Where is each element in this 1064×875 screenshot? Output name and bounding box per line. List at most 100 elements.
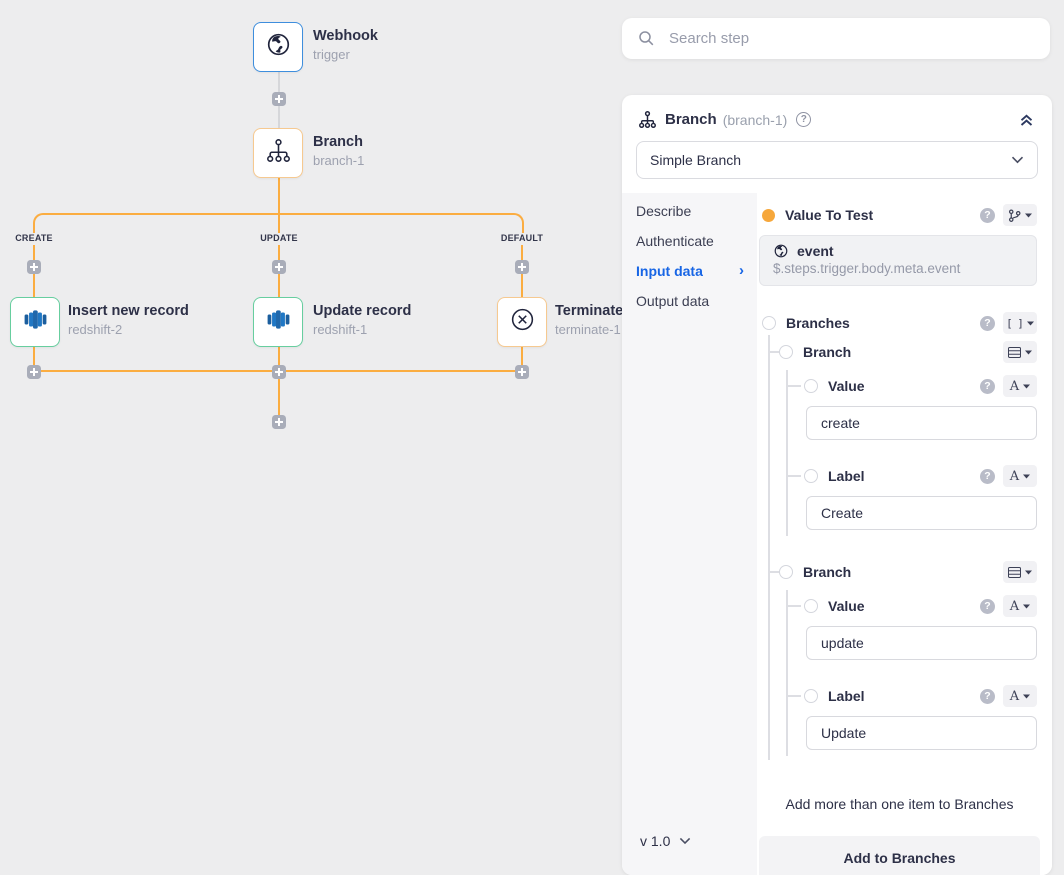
branch-icon	[265, 137, 292, 169]
field-value-input[interactable]	[806, 496, 1037, 530]
field-value-input[interactable]	[806, 626, 1037, 660]
branch-mode-value: Simple Branch	[650, 152, 741, 168]
branch-header-row: Branch	[779, 342, 1037, 362]
node-title: Terminate	[555, 303, 623, 319]
tab-authenticate[interactable]: Authenticate	[622, 226, 757, 256]
field-label: Label	[828, 468, 865, 484]
field-type-button[interactable]	[1003, 561, 1037, 583]
step-title: Branch	[665, 111, 717, 128]
add-step-button[interactable]	[272, 92, 286, 106]
help-icon[interactable]: ?	[980, 379, 995, 394]
text-icon: A	[1010, 470, 1019, 483]
connector-line	[278, 347, 280, 415]
branch-label: Branch	[803, 564, 851, 580]
globe-icon	[265, 31, 292, 63]
tab-describe[interactable]: Describe	[622, 196, 757, 226]
chevron-down-icon	[1011, 156, 1024, 164]
field-label: Value	[828, 598, 865, 614]
node-label: Webhook trigger	[313, 28, 378, 62]
field-value-input[interactable]	[806, 716, 1037, 750]
add-to-branches-button[interactable]: Add to Branches	[759, 836, 1040, 875]
redshift-icon	[265, 306, 292, 338]
branch-item: BranchValue? A Label? A	[779, 562, 1037, 750]
help-icon[interactable]: ?	[980, 208, 995, 223]
add-step-button[interactable]	[27, 365, 41, 379]
radio-circle[interactable]	[779, 345, 793, 359]
node-subtitle: redshift-2	[68, 322, 189, 337]
field-label: Value	[828, 378, 865, 394]
add-step-button[interactable]	[272, 415, 286, 429]
branch-fields: Value? A Label? A	[787, 596, 1037, 750]
collapse-panel-button[interactable]	[1017, 111, 1036, 129]
reference-path: $.steps.trigger.body.meta.event	[773, 261, 1023, 276]
radio-circle[interactable]	[762, 316, 776, 330]
radio-circle[interactable]	[804, 599, 818, 613]
field-type-button[interactable]: A	[1003, 375, 1037, 397]
node-label: Insert new record redshift-2	[68, 303, 189, 337]
add-step-button[interactable]	[515, 260, 529, 274]
input-data-form: Value To Test ?	[757, 193, 1052, 875]
branch-label: Branch	[803, 344, 851, 360]
radio-circle[interactable]	[804, 379, 818, 393]
field-type-button[interactable]: A	[1003, 465, 1037, 487]
node-webhook-trigger[interactable]	[253, 22, 303, 72]
node-label: Update record redshift-1	[313, 303, 411, 337]
branch-header-row: Branch	[779, 562, 1037, 582]
branches-row: Branches ? [ ]	[762, 313, 1037, 333]
search-step-input[interactable]	[667, 29, 1034, 48]
redshift-icon	[22, 306, 49, 338]
value-reference-chip[interactable]: event $.steps.trigger.body.meta.event	[759, 235, 1037, 286]
node-subtitle: redshift-1	[313, 322, 411, 337]
field-type-button[interactable]: A	[1003, 595, 1037, 617]
node-branch[interactable]	[253, 128, 303, 178]
step-id: (branch-1)	[723, 112, 788, 128]
version-select[interactable]: v 1.0	[640, 833, 691, 849]
node-subtitle: terminate-1	[555, 322, 623, 337]
branch-icon	[638, 110, 657, 129]
tab-output-data[interactable]: Output data	[622, 286, 757, 316]
text-icon: A	[1010, 690, 1019, 703]
terminate-icon	[509, 306, 536, 338]
help-icon[interactable]: ?	[980, 469, 995, 484]
add-step-button[interactable]	[272, 260, 286, 274]
help-icon[interactable]: ?	[796, 112, 811, 127]
help-icon[interactable]: ?	[980, 689, 995, 704]
panel-body: Describe Authenticate Input data› Output…	[622, 193, 1052, 875]
panel-header: Branch (branch-1) ?	[622, 95, 1052, 129]
field-label: Value To Test	[785, 207, 873, 223]
radio-circle[interactable]	[804, 469, 818, 483]
double-chevron-up-icon	[1019, 113, 1034, 127]
field-label: Label	[828, 688, 865, 704]
step-config-panel: Branch (branch-1) ? Simple Branch Descri…	[622, 95, 1052, 875]
node-title: Webhook	[313, 28, 378, 44]
branches-tree: BranchValue?ALabel?ABranchValue?ALabel?A	[762, 342, 1037, 750]
help-icon[interactable]: ?	[980, 316, 995, 331]
chevron-down-icon	[679, 837, 691, 845]
version-label: v 1.0	[640, 833, 670, 849]
branch-fields: Value? A Label? A	[787, 376, 1037, 530]
field-type-button[interactable]	[1003, 204, 1037, 226]
field-type-button[interactable]: A	[1003, 685, 1037, 707]
radio-circle[interactable]	[779, 565, 793, 579]
table-icon	[1008, 567, 1021, 578]
node-title: Update record	[313, 303, 411, 319]
connector-line	[278, 213, 280, 233]
node-terminate[interactable]	[497, 297, 547, 347]
add-step-button[interactable]	[272, 365, 286, 379]
branch-mode-select[interactable]: Simple Branch	[636, 141, 1038, 179]
add-step-button[interactable]	[515, 365, 529, 379]
radio-circle[interactable]	[804, 689, 818, 703]
node-subtitle: trigger	[313, 47, 378, 62]
field-type-button[interactable]	[1003, 341, 1037, 363]
help-icon[interactable]: ?	[980, 599, 995, 614]
node-update-record[interactable]	[253, 297, 303, 347]
node-title: Branch	[313, 134, 364, 150]
tab-input-data[interactable]: Input data›	[622, 256, 757, 286]
field-type-button[interactable]: [ ]	[1003, 312, 1037, 334]
add-step-button[interactable]	[27, 260, 41, 274]
node-insert-record[interactable]	[10, 297, 60, 347]
connector-line	[278, 178, 280, 215]
field-value-input[interactable]	[806, 406, 1037, 440]
required-indicator	[762, 209, 775, 222]
globe-icon	[773, 243, 789, 259]
